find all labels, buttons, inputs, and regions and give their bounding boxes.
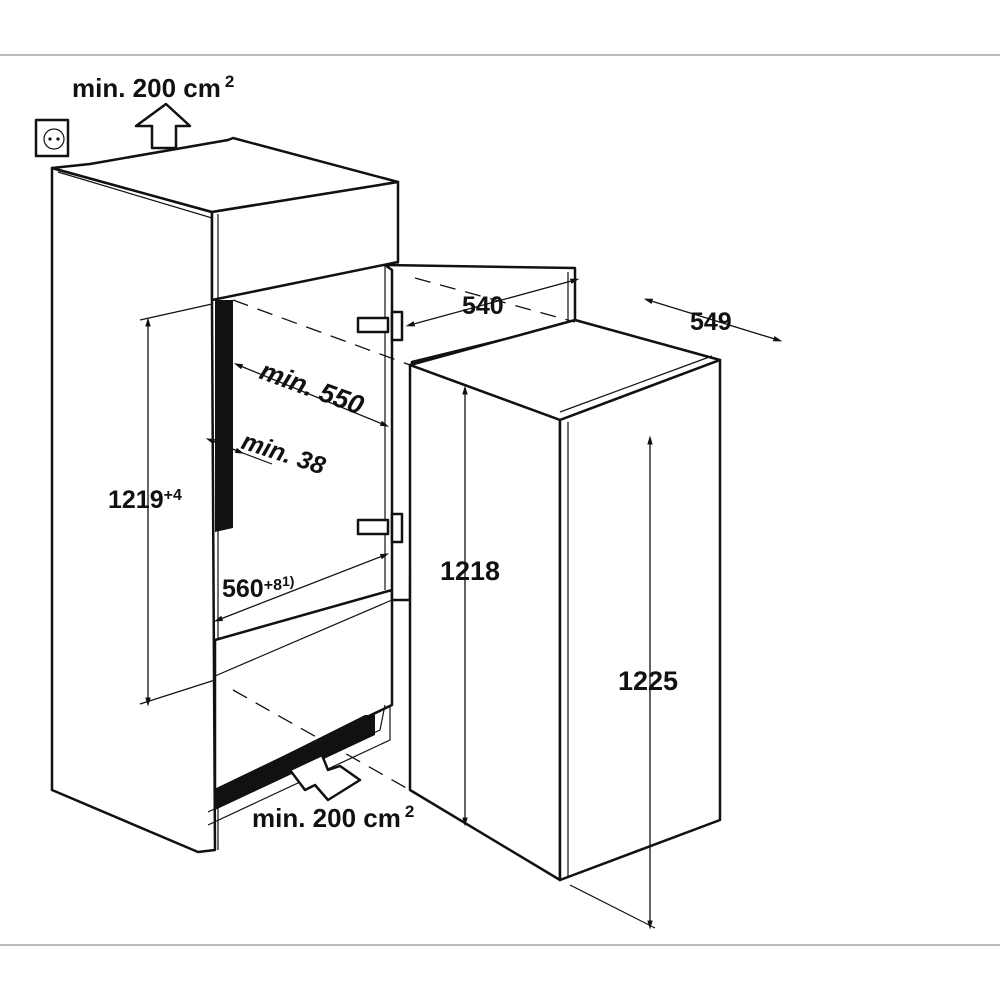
width-540-label: 540 — [462, 292, 504, 320]
airflow-up-arrow-icon — [134, 102, 192, 150]
dimension-min-550 — [233, 363, 390, 427]
power-socket-icon — [34, 118, 70, 158]
kitchen-cabinet — [50, 136, 400, 854]
min-38-label: min. 38 — [238, 427, 329, 480]
hinge-icon — [356, 310, 404, 342]
depth-549-label: 549 — [690, 308, 732, 336]
appliance-height-1225-label: 1225 — [618, 666, 678, 696]
appliance-height-1218-label: 1218 — [440, 556, 500, 586]
dimension-560 — [213, 553, 390, 622]
hinge-icon — [356, 512, 404, 544]
airflow-in-arrow-icon — [288, 753, 362, 802]
dimension-min-38 — [205, 438, 245, 454]
min-550-label: min. 550 — [256, 355, 368, 420]
niche-height-label: 1219+4 — [108, 486, 182, 514]
dimension-540 — [405, 278, 580, 327]
refrigerator-appliance — [408, 318, 722, 882]
niche-width-label: 560+81) — [222, 573, 294, 603]
dimension-549 — [643, 298, 783, 342]
